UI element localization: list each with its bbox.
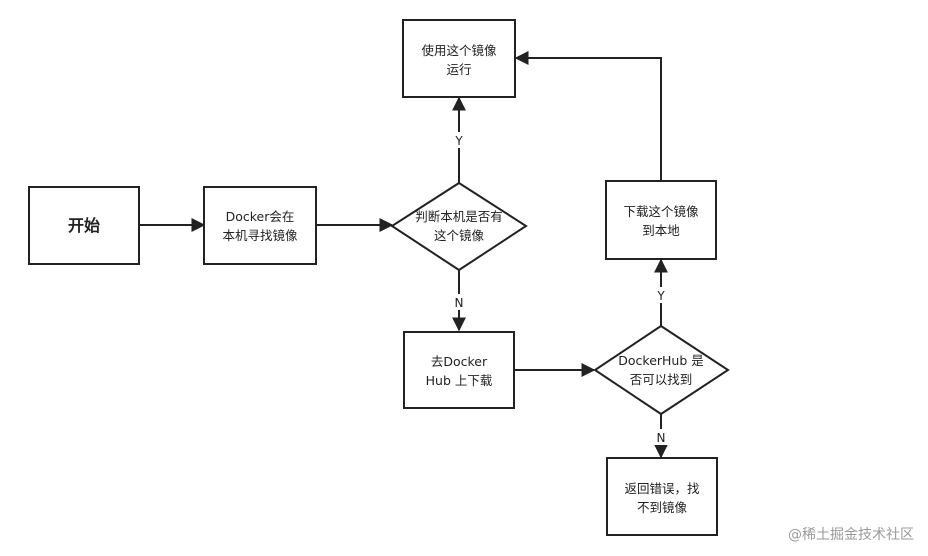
node-download-to-local-line2: 到本地	[642, 223, 680, 238]
edge-label-hub-no: N	[657, 431, 666, 445]
node-start-label: 开始	[68, 216, 100, 235]
node-run-image-line1: 使用这个镜像	[421, 43, 497, 58]
node-return-error-line2: 不到镜像	[637, 500, 688, 515]
edge-label-hub-yes: Y	[656, 289, 665, 303]
node-hub-download-line1: 去Docker	[431, 354, 488, 369]
node-hub-decision: DockerHub 是 否可以找到	[593, 324, 730, 416]
node-return-error-line1: 返回错误，找	[624, 481, 700, 496]
node-hub-decision-line2: 否可以找到	[630, 372, 693, 387]
node-download-to-local: 下载这个镜像 到本地	[605, 180, 717, 260]
node-local-decision: 判断本机是否有 这个镜像	[390, 181, 528, 272]
node-hub-decision-line1: DockerHub 是	[618, 353, 704, 368]
node-return-error: 返回错误，找 不到镜像	[606, 457, 718, 536]
node-hub-download: 去Docker Hub 上下载	[403, 331, 515, 409]
edge-label-local-yes: Y	[454, 134, 463, 148]
watermark-text: @稀土掘金技术社区	[788, 527, 914, 543]
node-docker-search: Docker会在 本机寻找镜像	[203, 186, 317, 265]
edge-download-to-run	[514, 51, 662, 181]
node-docker-search-line2: 本机寻找镜像	[222, 228, 298, 243]
node-local-decision-line1: 判断本机是否有	[415, 209, 503, 224]
node-run-image: 使用这个镜像 运行	[402, 19, 516, 98]
node-download-to-local-line1: 下载这个镜像	[623, 204, 699, 219]
node-local-decision-line2: 这个镜像	[434, 228, 485, 243]
node-run-image-line2: 运行	[446, 62, 471, 77]
node-hub-download-line2: Hub 上下载	[426, 373, 493, 388]
node-docker-search-line1: Docker会在	[226, 209, 295, 224]
edge-labels: Y N Y N	[452, 132, 668, 445]
node-start: 开始	[28, 186, 140, 265]
edge-label-local-no: N	[455, 296, 464, 310]
